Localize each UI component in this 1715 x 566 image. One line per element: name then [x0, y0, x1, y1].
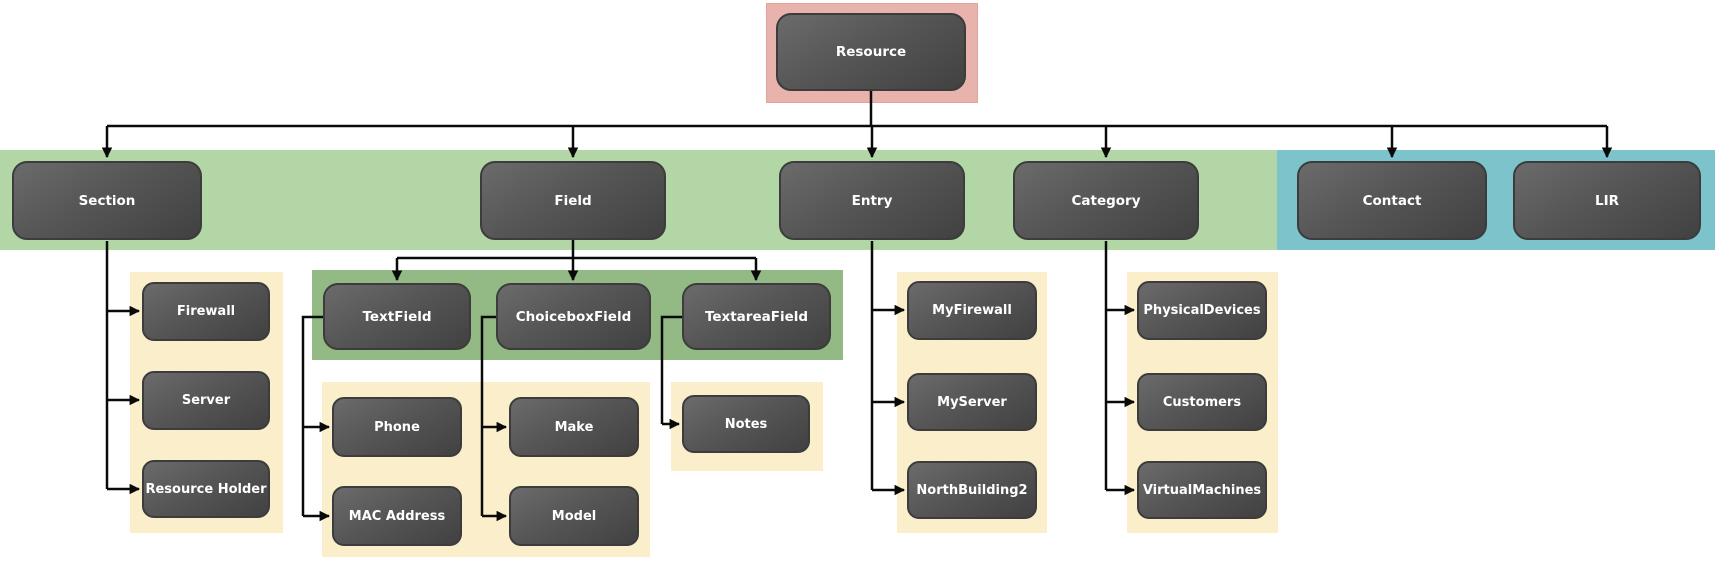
connector-textfield-trunk — [301, 315, 323, 516]
node-phone: Phone — [332, 397, 462, 457]
node-model: Model — [509, 486, 639, 546]
node-category: Category — [1013, 161, 1199, 240]
node-make: Make — [509, 397, 639, 457]
connector-field-trunk — [397, 240, 756, 260]
node-mac-address: MAC Address — [332, 486, 462, 546]
node-notes: Notes — [682, 395, 810, 453]
node-contact: Contact — [1297, 161, 1487, 240]
node-choiceboxfield: ChoiceboxField — [496, 283, 651, 350]
node-entry: Entry — [779, 161, 965, 240]
node-resource: Resource — [776, 13, 966, 91]
connector-resource-trunk — [107, 91, 1607, 128]
node-lir: LIR — [1513, 161, 1701, 240]
node-physicaldevices: PhysicalDevices — [1137, 281, 1267, 340]
connector-choiceboxfield-trunk — [480, 315, 496, 516]
node-customers: Customers — [1137, 373, 1267, 431]
node-textareafield: TextareaField — [682, 283, 831, 350]
node-field: Field — [480, 161, 666, 240]
connector-textareafield-trunk — [660, 315, 682, 424]
node-myfirewall: MyFirewall — [907, 281, 1037, 340]
node-virtualmachines: VirtualMachines — [1137, 461, 1267, 519]
node-resource-holder: Resource Holder — [142, 460, 270, 518]
node-section: Section — [12, 161, 202, 240]
node-textfield: TextField — [323, 283, 471, 350]
node-server: Server — [142, 371, 270, 430]
node-myserver: MyServer — [907, 373, 1037, 431]
node-northbuilding2: NorthBuilding2 — [907, 461, 1037, 519]
node-firewall: Firewall — [142, 282, 270, 341]
